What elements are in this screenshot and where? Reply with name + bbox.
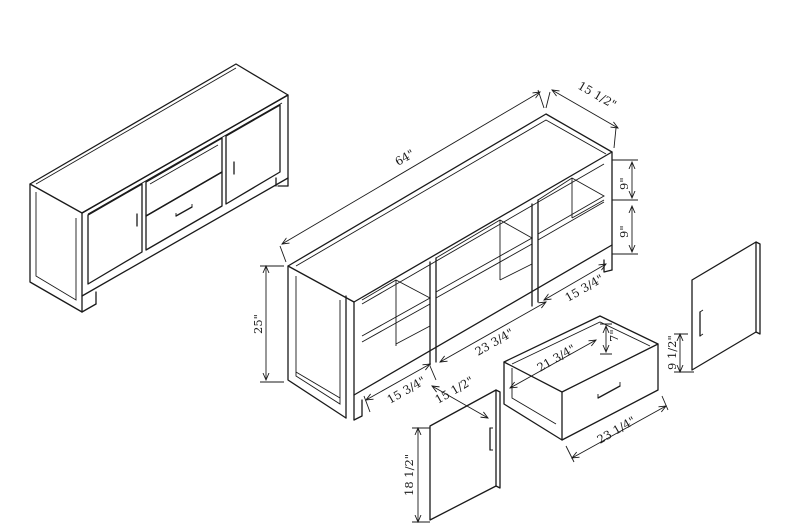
dim-drawer-interior-height: 7" — [607, 329, 621, 342]
dim-shelf-width-center: 23 3/4" — [473, 325, 516, 358]
dim-shelf-height-lower: 9" — [617, 225, 631, 238]
dim-shelf-height-upper: 9" — [617, 177, 631, 190]
dim-overall-width: 64" — [393, 147, 417, 169]
dim-door-height: 18 1/2" — [402, 454, 416, 496]
open-cabinet-view — [287, 113, 613, 421]
dimension-lines — [260, 90, 694, 522]
dim-shelf-depth-left: 15 1/2" — [433, 373, 476, 406]
dim-depth: 15 1/2" — [576, 78, 619, 111]
dim-door-width: 9 1/2" — [665, 335, 679, 370]
dim-overall-height: 25" — [251, 314, 265, 334]
door-view-left — [429, 389, 501, 521]
dim-drawer-front-width: 23 1/4" — [595, 413, 638, 446]
door-view-right — [691, 241, 761, 371]
assembled-cabinet-view — [29, 63, 289, 313]
dim-shelf-width-left: 15 3/4" — [385, 373, 428, 406]
dim-drawer-interior-width: 21 3/4" — [535, 341, 578, 374]
